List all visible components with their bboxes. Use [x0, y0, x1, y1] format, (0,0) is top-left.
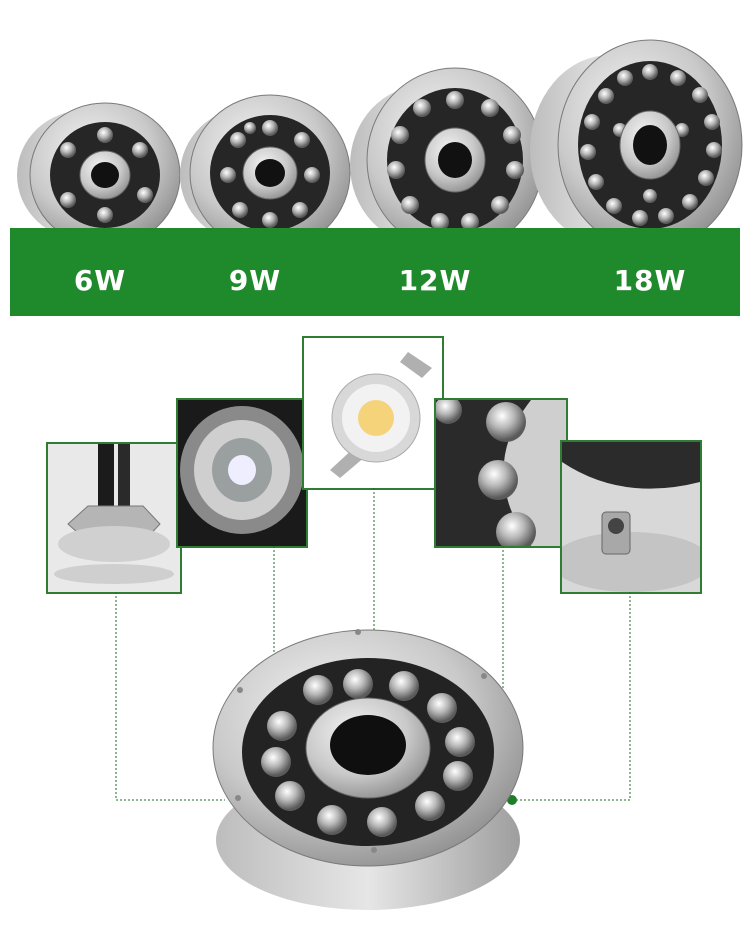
detail-led-chip [302, 336, 444, 490]
green-banner [10, 228, 740, 316]
wattage-label-9w: 9W [228, 264, 282, 297]
lamp-18w [530, 39, 743, 251]
wattage-label-6w: 6W [73, 264, 127, 297]
detail-cable-gland [46, 442, 182, 594]
product-lineup: 6W 9W 12W 18W [0, 0, 750, 330]
lamp-12w [350, 67, 544, 253]
detail-lens [176, 398, 308, 548]
wattage-label-12w: 12W [398, 264, 472, 297]
detail-screw [560, 440, 702, 594]
lamp-illustrations [17, 39, 743, 253]
lamp-9w [180, 94, 351, 252]
lamp-6w [17, 102, 181, 248]
detail-led-ring [434, 398, 568, 548]
wattage-label-18w: 18W [613, 264, 687, 297]
